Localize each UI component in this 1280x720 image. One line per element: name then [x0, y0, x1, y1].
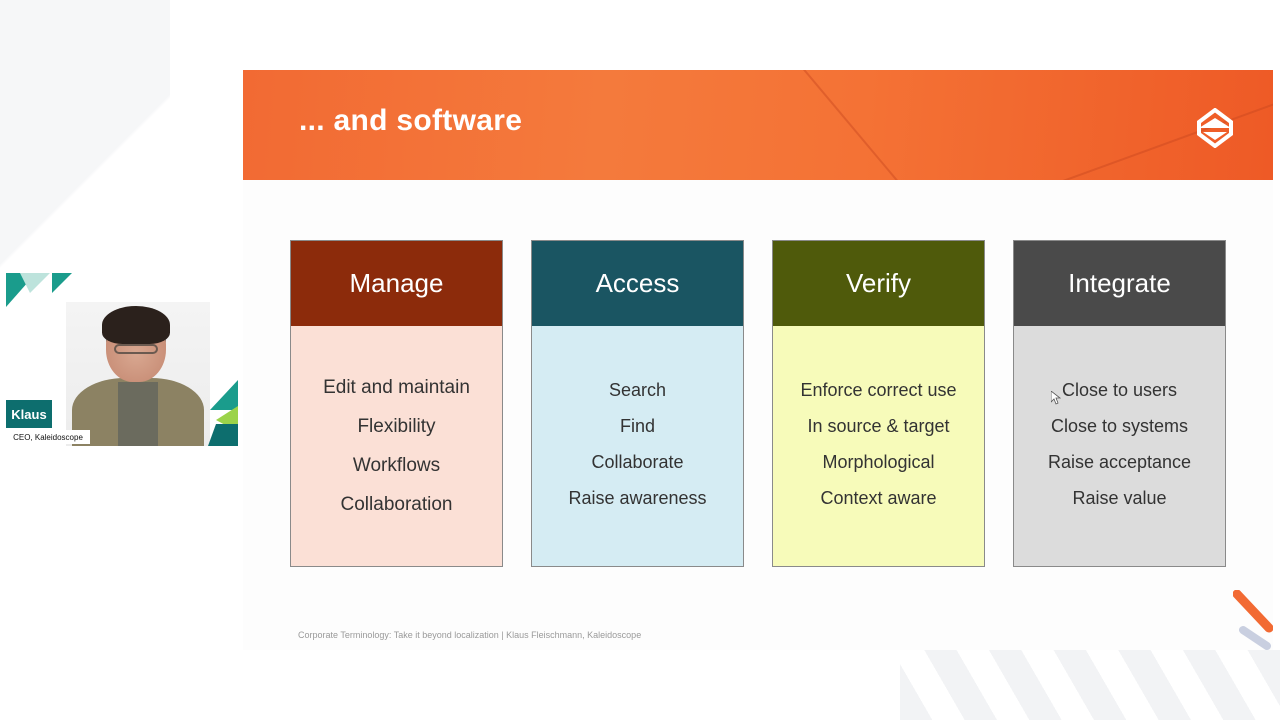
card-verify: Verify Enforce correct use In source & t… [772, 240, 985, 567]
card-line: Enforce correct use [800, 380, 957, 400]
card-line: Edit and maintain [323, 377, 470, 398]
background-decoration [0, 0, 170, 270]
card-heading: Manage [291, 241, 502, 326]
card-manage: Manage Edit and maintain Flexibility Wor… [290, 240, 503, 567]
presenter-hair [102, 306, 170, 344]
card-line: In source & target [807, 416, 950, 436]
slide-title: ... and software [299, 104, 523, 137]
presenter-glasses [114, 344, 158, 354]
card-line: Flexibility [357, 416, 436, 437]
card-heading: Verify [773, 241, 984, 326]
webcam-frame-decoration [208, 380, 238, 446]
card-body: Edit and maintain Flexibility Workflows … [291, 326, 502, 566]
header-facet [1062, 91, 1273, 180]
slide-header: ... and software [243, 70, 1273, 180]
card-line: Collaboration [340, 494, 453, 515]
mouse-cursor-icon [1051, 391, 1061, 405]
card-line: Collaborate [591, 452, 684, 472]
card-body: Close to users Close to systems Raise ac… [1014, 326, 1225, 566]
card-line: Close to users [1061, 380, 1178, 400]
card-line: Search [608, 380, 667, 400]
slide-footer: Corporate Terminology: Take it beyond lo… [298, 630, 642, 640]
card-line: Find [619, 416, 655, 436]
presenter-video [66, 302, 210, 446]
header-facet [803, 70, 908, 180]
card-line: Raise acceptance [1047, 452, 1192, 472]
corner-decoration [1233, 590, 1273, 650]
background-stripes [900, 650, 1280, 720]
card-line: Context aware [820, 488, 937, 508]
kaleidoscope-logo-icon [1197, 108, 1233, 148]
webcam-frame-decoration [6, 273, 72, 307]
presenter-role: CEO, Kaleidoscope [6, 430, 90, 444]
card-body: Search Find Collaborate Raise awareness [532, 326, 743, 566]
card-line: Raise value [1072, 488, 1167, 508]
presentation-slide: ... and software Manage Edit and maintai… [243, 70, 1273, 650]
card-heading: Access [532, 241, 743, 326]
card-line: Morphological [822, 452, 935, 472]
card-line: Close to systems [1050, 416, 1189, 436]
card-line: Raise awareness [568, 488, 707, 508]
presenter-shirt [118, 382, 158, 446]
card-integrate: Integrate Close to users Close to system… [1013, 240, 1226, 567]
card-body: Enforce correct use In source & target M… [773, 326, 984, 566]
card-heading: Integrate [1014, 241, 1225, 326]
card-access: Access Search Find Collaborate Raise awa… [531, 240, 744, 567]
card-line: Workflows [352, 455, 441, 476]
presenter-name-badge: Klaus [6, 400, 52, 428]
